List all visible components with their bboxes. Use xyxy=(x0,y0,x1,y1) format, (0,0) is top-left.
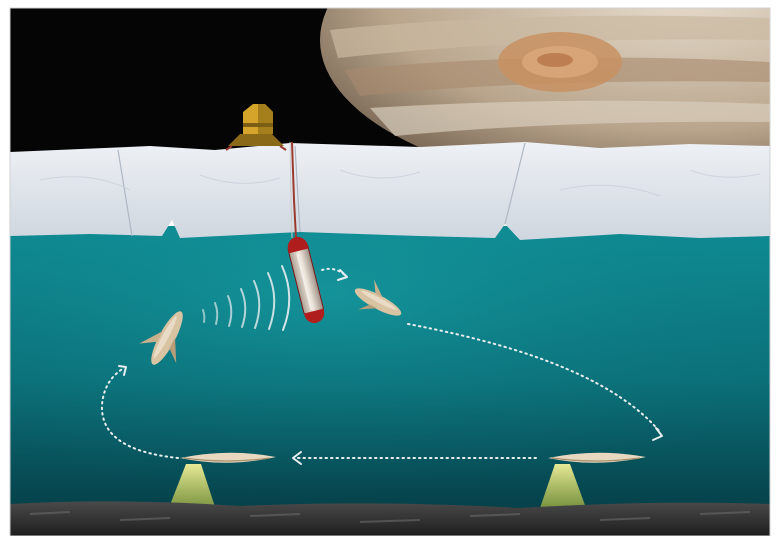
seafloor xyxy=(10,501,770,536)
ice-shell xyxy=(10,142,770,240)
